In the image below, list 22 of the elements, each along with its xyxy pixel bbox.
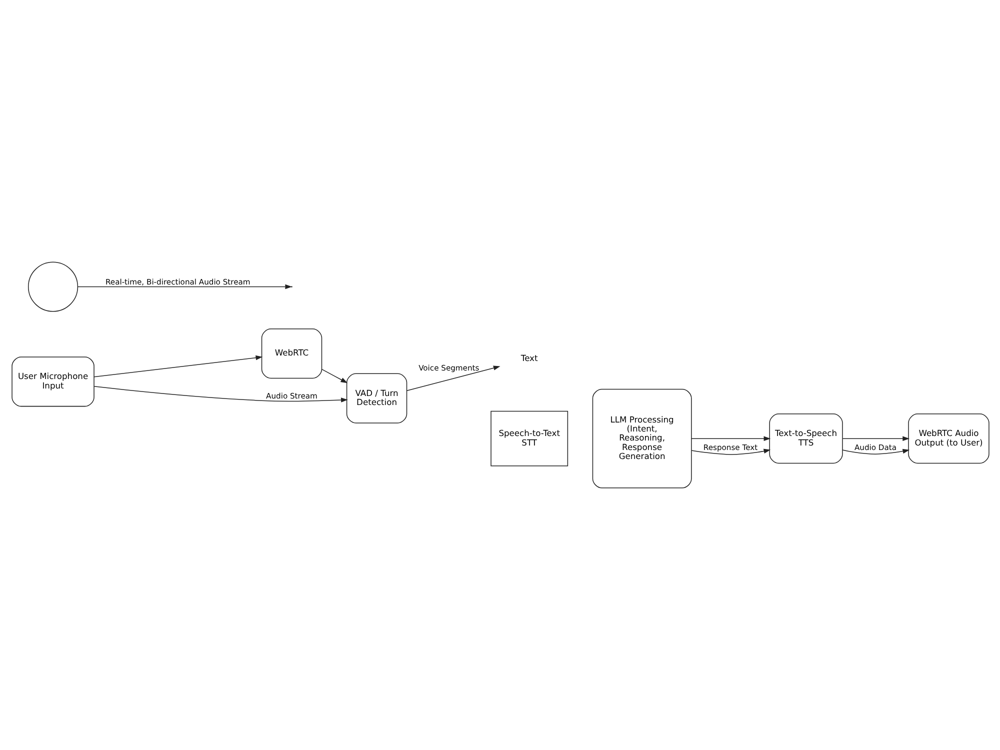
arrow (93, 386, 348, 402)
node-circle (27, 262, 78, 312)
arrow (321, 368, 348, 384)
edge-label: Voice Segments (418, 363, 479, 372)
node-box: VAD / Turn Detection (346, 373, 407, 424)
edge-label: Real-time, Bi-directional Audio Stream (104, 277, 250, 286)
node-box: Speech-to-Text STT (490, 410, 568, 466)
arrow (406, 366, 500, 392)
node-box: Text-to-Speech TTS (768, 414, 842, 464)
node-box: WebRTC (260, 328, 322, 379)
node-box: LLM Processing (Intent, Reasoning, Response Generation (592, 388, 692, 488)
arrow (842, 448, 910, 454)
node-box: User Microphone Input (11, 356, 94, 407)
edge-label: Audio Stream (266, 391, 317, 400)
edge-label: Response Text (702, 442, 758, 452)
arrow (690, 436, 770, 441)
node-text: Text (520, 352, 538, 363)
node-box: WebRTC Audio Output (to User) (908, 414, 989, 464)
arrow (93, 355, 262, 378)
edge-label: Audio Data (854, 442, 896, 452)
arrow (690, 448, 770, 455)
arrow (842, 436, 909, 441)
